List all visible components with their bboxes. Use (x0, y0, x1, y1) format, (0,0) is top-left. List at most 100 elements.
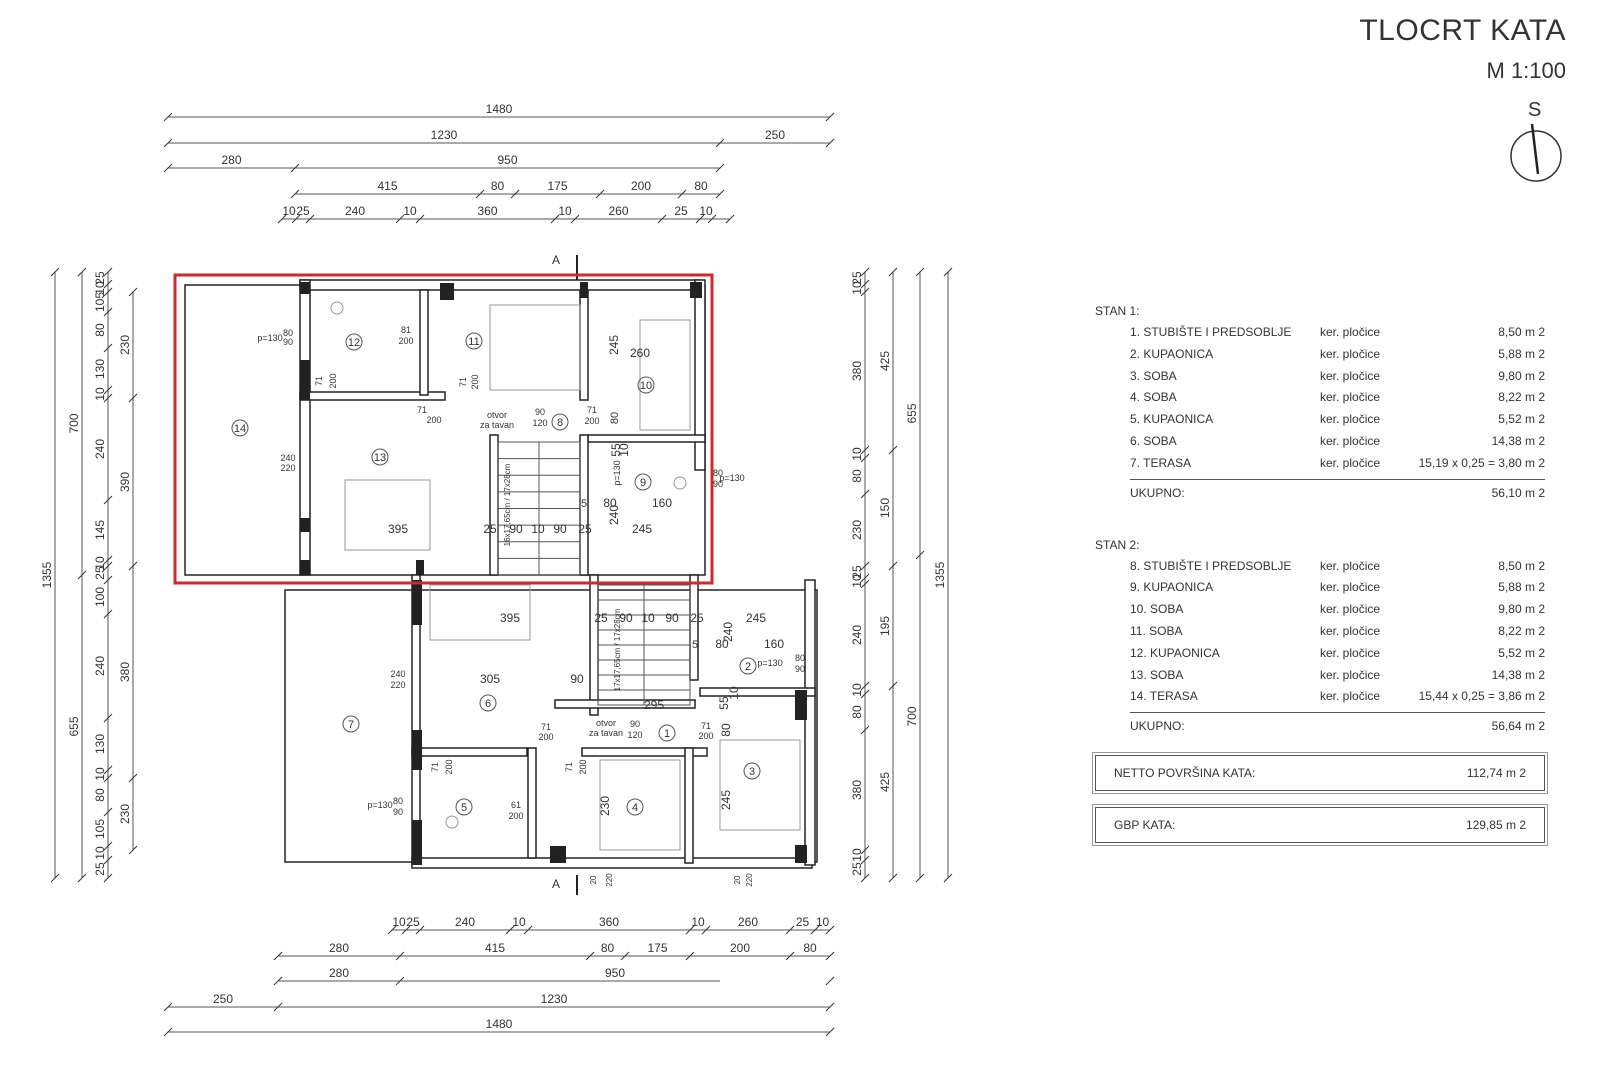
interior-dimension: 80 (795, 653, 805, 663)
dimension-label: 175 (547, 179, 567, 193)
dimension-tick (620, 951, 630, 961)
dimension-tick (305, 214, 315, 224)
stair-label: 17x17,65cm / 17x28cm (613, 608, 622, 691)
dimension-label: 1355 (40, 561, 54, 588)
interior-dimension: 90 (713, 479, 723, 489)
gbp-area-box: GBP KATA: 129,85 m 2 (1092, 804, 1548, 847)
dimension-tick (128, 561, 138, 571)
dimension-label: 950 (605, 966, 625, 980)
dimension-tick (395, 214, 405, 224)
room-material: ker. pločice (1320, 433, 1381, 448)
dimension-label: 25 (796, 915, 810, 929)
interior-dimension: 71 (564, 762, 574, 772)
dimension-label: 105 (93, 292, 107, 312)
dimension-tick (103, 609, 113, 619)
dimension-label: 130 (93, 359, 107, 379)
dimension-label: 380 (118, 662, 132, 682)
room-name: 12. KUPAONICA (1130, 645, 1220, 660)
dimension-tick (128, 393, 138, 403)
schedule-total-row: UKUPNO:56,10 m 2 (1130, 478, 1545, 506)
dimension-label: 200 (730, 941, 750, 955)
interior-dimension: 90 (553, 522, 567, 536)
dimension-label: 1230 (431, 128, 458, 142)
dimension-tick (103, 773, 113, 783)
room-number: 2 (745, 661, 751, 673)
dimension-tick (510, 189, 520, 199)
room-number-circle (371, 448, 389, 466)
room-name: 3. SOBA (1130, 368, 1177, 383)
interior-dimension: 160 (652, 496, 672, 510)
room-number: 7 (348, 719, 354, 731)
room-name: 9. KUPAONICA (1130, 580, 1214, 595)
dimension-label: 145 (93, 520, 107, 540)
room-material: ker. pločice (1320, 325, 1381, 339)
room-number: 12 (348, 337, 360, 349)
dimension-label: 10 (93, 556, 107, 570)
interior-dimension: p=130 (612, 460, 622, 485)
wall (684, 747, 694, 864)
wall (489, 434, 499, 576)
dimension-tick (860, 725, 870, 735)
dimension-label: 100 (93, 587, 107, 607)
interior-dimension: 220 (280, 463, 295, 473)
dimension-tick (825, 976, 835, 986)
dimension-tick (103, 307, 113, 317)
interior-dimension: p=130 (719, 473, 744, 483)
dimension-label: 25 (93, 566, 107, 580)
room-material: ker. pločice (1320, 412, 1381, 427)
dimension-label: 1480 (486, 102, 513, 116)
wall-column (690, 282, 702, 298)
dimension-label: 25 (93, 271, 107, 285)
dimension-label: 10 (699, 204, 713, 218)
room-number-circle (658, 724, 676, 742)
interior-dimension: 5 (692, 639, 698, 651)
wall-column (412, 730, 422, 770)
dimension-label: 10 (93, 387, 107, 401)
interior-dimension: 71 (587, 405, 597, 415)
dimension-tick (475, 189, 485, 199)
stair-label: 16x17,65cm / 17x28cm (503, 463, 512, 546)
schedule-total-row: UKUPNO:56,64 m 2 (1130, 712, 1545, 739)
dimension-tick (825, 951, 835, 961)
wall (699, 687, 816, 697)
dimension-label: 260 (608, 204, 628, 218)
dimension-label: 260 (738, 915, 758, 929)
room-area: 15,44 x 0,25 = 3,86 m 2 (1418, 689, 1545, 704)
dimension-tick (273, 976, 283, 986)
dimension-tick (103, 841, 113, 851)
dimension-tick (715, 138, 725, 148)
dimension-label: 150 (878, 498, 892, 518)
dimension-tick (860, 573, 870, 583)
room-name: 10. SOBA (1130, 602, 1184, 617)
dimension-tick (860, 845, 870, 855)
room-number-circle (739, 657, 757, 675)
interior-dimension: p=130 (257, 333, 282, 343)
dimension-tick (163, 1002, 173, 1012)
dimension-tick (128, 287, 138, 297)
wall-column (416, 560, 424, 575)
interior-dimension: 80 (719, 723, 733, 737)
dimension-label: 10 (558, 204, 572, 218)
dimension-label: 25 (850, 271, 864, 285)
dimension-label: 10 (512, 915, 526, 929)
interior-dimension: 240 (390, 669, 405, 679)
wall (554, 699, 696, 709)
interior-dimension: 90 (393, 807, 403, 817)
room-name: 2. KUPAONICA (1130, 346, 1214, 361)
room-number: 6 (485, 698, 491, 710)
dimension-label: 390 (118, 472, 132, 492)
dimension-tick (595, 189, 605, 199)
wall (527, 747, 537, 859)
schedule-group-title: STAN 1: (1095, 304, 1140, 318)
dimension-tick (387, 925, 397, 935)
interior-dimension: 81 (401, 325, 411, 335)
dimension-tick (103, 393, 113, 403)
dimension-label: 700 (905, 706, 919, 726)
dimension-label: 80 (850, 705, 864, 719)
dimension-label: 425 (878, 772, 892, 792)
dimension-tick (715, 189, 725, 199)
interior-dimension: 90 (535, 407, 545, 417)
dimension-label: 280 (221, 153, 241, 167)
room-number: 4 (632, 802, 638, 814)
